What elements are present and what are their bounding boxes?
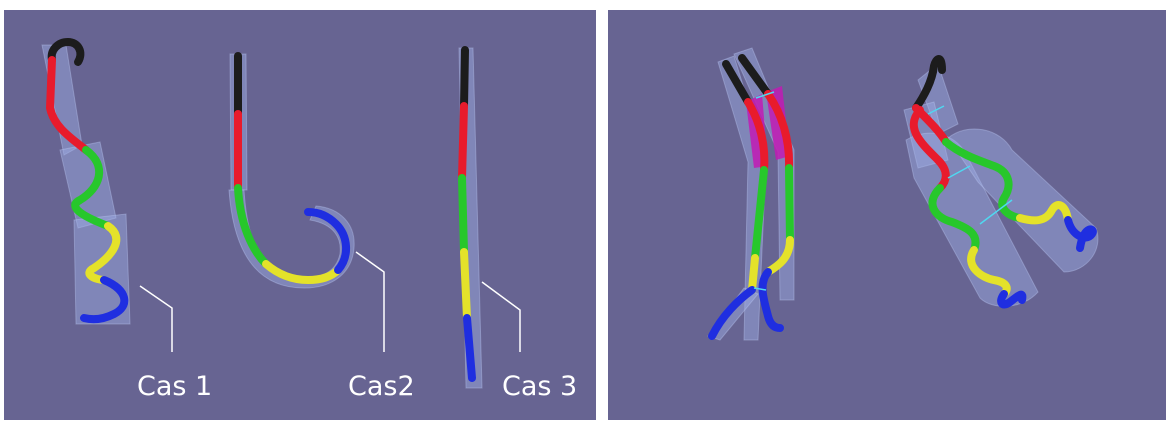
dimer-1-strand-a-yellow	[752, 258, 755, 290]
case-3-strand-green	[462, 178, 464, 252]
dimer-1-strand-b-blue	[763, 272, 780, 328]
case-3-model: Cas 3	[459, 48, 577, 402]
dimer-1-strand-b-green	[789, 168, 790, 240]
dimer-1-model	[708, 48, 794, 340]
case-3-label: Cas 3	[502, 371, 577, 402]
case-3-strand-red	[462, 106, 464, 178]
case-1-model: Cas 1	[42, 42, 212, 402]
dimer-2-model	[904, 59, 1098, 306]
case-2-model: Cas2	[229, 54, 415, 402]
case-3-strand-blue	[467, 318, 472, 378]
right-panel	[608, 10, 1166, 420]
case-1-leader-line	[140, 286, 172, 352]
left-panel: Cas 1 Cas2 Cas 3	[4, 10, 596, 420]
case-2-label: Cas2	[348, 371, 415, 402]
right-panel-figure	[608, 10, 1166, 420]
left-panel-figure: Cas 1 Cas2 Cas 3	[4, 10, 596, 420]
case-3-strand-black	[464, 50, 465, 106]
case-1-label: Cas 1	[137, 371, 212, 402]
case-3-leader-line	[482, 282, 520, 352]
case-2-leader-line	[356, 252, 384, 352]
case-3-strand-yellow	[464, 252, 467, 318]
